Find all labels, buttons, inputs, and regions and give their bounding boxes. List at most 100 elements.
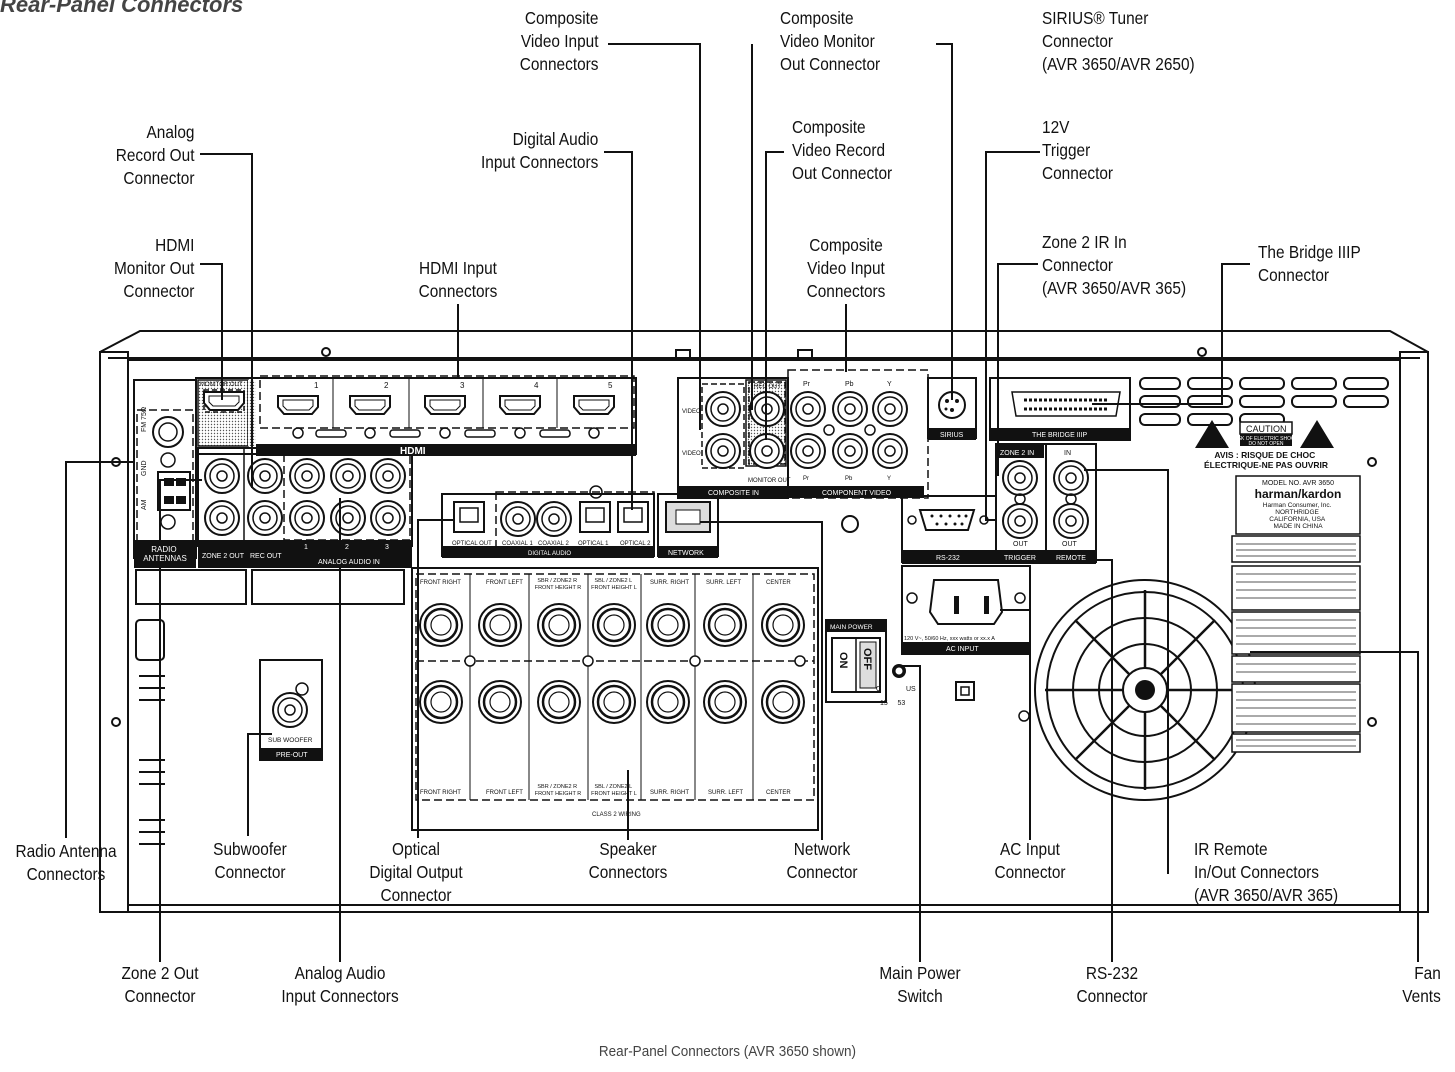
callout-composite-monitor-out: Composite Video Monitor Out Connector [780, 8, 881, 74]
maker-text: Harman Consumer, Inc. NORTHRIDGE CALIFOR… [1263, 502, 1333, 530]
rec-out-text: REC OUT [250, 553, 282, 560]
callout-analog-record-out: Analog Record Out Connector [115, 122, 194, 188]
the-bridge-text: THE BRIDGE IIIP [1032, 432, 1088, 439]
component-video-section [787, 369, 929, 499]
radio-antennas-line-2: ANTENNAS [143, 554, 187, 563]
ac-input-text: AC INPUT [946, 646, 979, 653]
analog-1-text: 1 [304, 544, 308, 551]
speaker-sbr-bottom-line-1: SBR / ZONE2 R [537, 784, 577, 790]
maker-line-2: NORTHRIDGE [1275, 509, 1319, 516]
callout-zone2-ir-in: Zone 2 IR In Connector (AVR 3650/AVR 365… [1042, 232, 1187, 298]
on-text: ON [837, 652, 849, 669]
speaker-sr-top: SURR. RIGHT [650, 580, 689, 586]
callout-main-power: Main Power Switch [879, 963, 961, 1006]
bridge-iiip-section [989, 377, 1131, 441]
zone2-out-text: ZONE 2 OUT [202, 553, 245, 560]
speaker-sbr-top-line-1: SBR / ZONE2 R [537, 578, 577, 584]
remote-text: REMOTE [1056, 555, 1086, 562]
model-text: MODEL NO. AVR 3650 [1262, 480, 1334, 487]
digital-audio-text: DIGITAL AUDIO [528, 551, 571, 557]
component-video-text: COMPONENT VIDEO [822, 490, 892, 497]
caution-text: CAUTION [1246, 424, 1287, 434]
callout-subwoofer: Subwoofer Connector [213, 839, 287, 882]
remote-out-text: OUT [1062, 541, 1078, 548]
video-2-text: VIDEO [682, 451, 701, 457]
hdmi-port-3-text: 3 [460, 381, 465, 390]
zone2-in-text: ZONE 2 IN [1000, 450, 1034, 457]
fan-vents [1034, 579, 1256, 801]
trigger-text: TRIGGER [1004, 555, 1036, 562]
gnd-text: GND [141, 460, 148, 476]
callout-radio-antenna: Radio Antenna Connectors [15, 841, 117, 884]
speaker-c-top: CENTER [766, 580, 791, 586]
top-right-vents [1139, 377, 1389, 426]
caution-sub-text: RISK OF ELECTRIC SHOCK DO NOT OPEN [1233, 436, 1300, 447]
component-pr-bottom-text: Pr [803, 476, 809, 482]
callout-composite-in-top: Composite Video Input Connectors [519, 8, 598, 74]
component-pb-top-text: Pb [845, 381, 854, 388]
speaker-sbr-top-line-2: FRONT HEIGHT R [535, 585, 582, 591]
speaker-sl-bottom: SURR. LEFT [708, 790, 743, 796]
optical-out-text: OPTICAL OUT [452, 541, 492, 547]
digital-audio-section [441, 485, 859, 558]
hdmi-port-2-text: 2 [384, 381, 389, 390]
speaker-terminals [411, 567, 819, 831]
rs232-section [901, 495, 997, 564]
network-text: NETWORK [668, 550, 704, 557]
rs232-text: RS-232 [936, 555, 960, 562]
speaker-c-bottom: CENTER [766, 790, 791, 796]
speaker-sl-top: SURR. LEFT [706, 580, 741, 586]
monitor-out-small-text: MONITOR OUT [748, 478, 791, 484]
speaker-sbl-bottom: SBL / ZONE2 L FRONT HEIGHT L [591, 784, 637, 797]
speaker-sbl-top-line-1: SBL / ZONE2 L [594, 578, 632, 584]
callout-optical-out: Optical Digital Output Connector [369, 839, 463, 905]
sirius-text: SIRIUS [940, 432, 964, 439]
radio-antennas-text: RADIO ANTENNAS [143, 545, 187, 563]
speaker-fr-bottom: FRONT RIGHT [420, 790, 461, 796]
pre-out-text: PRE-OUT [276, 752, 308, 759]
callout-composite-record-out: Composite Video Record Out Connector [792, 117, 893, 183]
callout-fan-vents: Fan Vents [1402, 963, 1441, 1006]
speaker-sbl-bottom-line-2: FRONT HEIGHT L [591, 791, 637, 797]
remote-in-text: IN [1064, 450, 1071, 457]
component-pb-bottom-text: Pb [845, 476, 853, 482]
speaker-sbr-top: SBR / ZONE2 R FRONT HEIGHT R [535, 578, 582, 591]
ac-rating-text: 120 V~, 50/60 Hz, xxx watts or xx.x A [904, 636, 995, 642]
speaker-sbl-bottom-line-1: SBL / ZONE2 L [594, 784, 632, 790]
composite-in-text: COMPOSITE IN [708, 490, 759, 497]
callout-bridge-iiip: The Bridge IIIP Connector [1258, 242, 1361, 285]
video-1-text: VIDEO [682, 409, 701, 415]
avis-line-2: ÉLECTRIQUE-NE PAS OUVRIR [1204, 460, 1328, 470]
leader-lines [65, 43, 1419, 962]
callout-ac-input: AC Input Connector [994, 839, 1066, 882]
analog-audio-in-text: ANALOG AUDIO IN [318, 559, 380, 566]
left-vents [135, 569, 405, 845]
maker-line-3: CALIFORNIA, USA [1269, 516, 1326, 523]
speaker-sbr-bottom-line-2: FRONT HEIGHT R [535, 791, 582, 797]
callout-sirius-tuner: SIRIUS® Tuner Connector (AVR 3650/AVR 26… [1042, 8, 1195, 74]
rec-out-small-text: REC OUT [754, 384, 781, 390]
page-title: Rear-Panel Connectors [0, 0, 244, 17]
figure-caption: Rear-Panel Connectors (AVR 3650 shown) [598, 1043, 857, 1060]
speaker-fl-top: FRONT LEFT [486, 580, 523, 586]
hdmi-monitor-out-text: MONITOR OUT [200, 382, 243, 388]
callout-analog-audio-in: Analog Audio Input Connectors [281, 963, 399, 1006]
maker-line-1: Harman Consumer, Inc. [1263, 502, 1332, 509]
callout-hdmi-monitor-out: HDMI Monitor Out Connector [113, 235, 194, 301]
subwoofer-section [259, 659, 323, 761]
zone2-trigger-remote [995, 443, 1097, 564]
optical-2-text: OPTICAL 2 [620, 541, 651, 547]
callout-network: Network Connector [786, 839, 858, 882]
off-text: OFF [861, 648, 873, 670]
component-y-bottom-text: Y [887, 476, 891, 482]
optical-1-text: OPTICAL 1 [578, 541, 609, 547]
csa-c-text: C [876, 686, 881, 693]
analog-audio-section [197, 447, 413, 568]
ac-input-section [901, 565, 1031, 655]
caution-sub-line-2: DO NOT OPEN [1249, 441, 1284, 447]
caution-sub-line-1: RISK OF ELECTRIC SHOCK [1233, 436, 1299, 442]
avis-line-1: AVIS : RISQUE DE CHOC [1214, 450, 1315, 460]
fm-text: FM 75Ω [141, 407, 148, 432]
trigger-out-text: OUT [1013, 541, 1029, 548]
analog-2-text: 2 [345, 544, 349, 551]
